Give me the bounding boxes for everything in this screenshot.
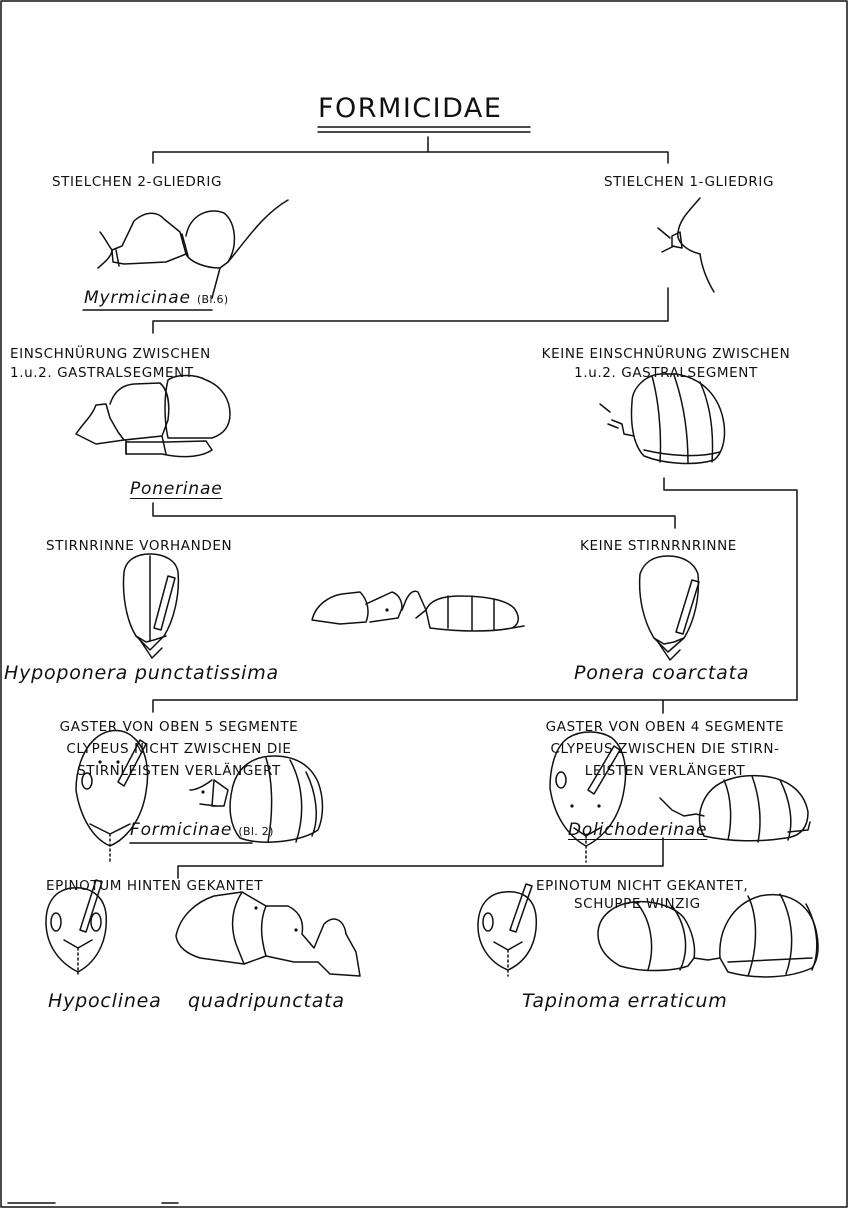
- sheet-reference: (Bl.6): [197, 293, 228, 306]
- couplet-4-left-line2: CLYPEUS NICHT ZWISCHEN DIE: [20, 741, 338, 758]
- species-hypoclinea-genus: Hypoclinea: [48, 990, 162, 1014]
- species-ponera: Ponera coarctata: [574, 662, 749, 686]
- taxon-ponerinae: Ponerinae: [130, 479, 222, 500]
- constricted-gaster-drawing: [76, 376, 230, 457]
- head-no-groove-drawing: [640, 556, 699, 660]
- species-hypoclinea-epithet: quadripunctata: [188, 990, 345, 1014]
- couplet-4-right-line1: GASTER VON OBEN 4 SEGMENTE: [494, 719, 836, 736]
- taxon-dolichoderinae: Dolichoderinae: [568, 820, 707, 841]
- couplet-2-right-line2: 1.u.2. GASTRALSEGMENT: [514, 365, 818, 382]
- taxon-formicinae: Formicinae (Bl. 2): [130, 820, 274, 841]
- couplet-3-left-text: STIRNRINNE VORHANDEN: [46, 538, 232, 555]
- one-segment-petiole-drawing: [658, 198, 714, 292]
- hypoclinea-mesosoma-drawing: [176, 892, 360, 976]
- couplet-2-right-line1: KEINE EINSCHNÜRUNG ZWISCHEN: [514, 346, 818, 363]
- head-frontal-groove-drawing: [124, 554, 179, 658]
- branch-bracket-2: [153, 288, 668, 333]
- couplet-2-left-line2: 1.u.2. GASTRALSEGMENT: [10, 365, 194, 382]
- couplet-2-left-line1: EINSCHNÜRUNG ZWISCHEN: [10, 346, 211, 363]
- couplet-3-right-text: KEINE STIRNRNRINNE: [580, 538, 737, 555]
- couplet-4-left-line1: GASTER VON OBEN 5 SEGMENTE: [20, 719, 338, 736]
- couplet-4-right-line3: LEISTEN VERLÄNGERT: [494, 763, 836, 780]
- worker-lateral-drawing: [312, 591, 524, 631]
- taxon-myrmicinae: Myrmicinae (Bl.6): [84, 288, 228, 309]
- tapinoma-head-drawing: [478, 884, 536, 976]
- couplet-4-right-line2: CLYPEUS ZWISCHEN DIE STIRN-: [494, 741, 836, 758]
- branch-bracket-1: [153, 137, 668, 163]
- unconstricted-gaster-drawing: [600, 374, 725, 463]
- branch-bracket-4: [153, 700, 797, 713]
- two-segment-petiole-drawing: [98, 200, 288, 298]
- sheet-reference: (Bl. 2): [238, 825, 273, 838]
- couplet-5-left-text: EPINOTUM HINTEN GEKANTET: [46, 878, 263, 895]
- taxon-name: Formicinae: [130, 820, 232, 840]
- couplet-5-right-line1: EPINOTUM NICHT GEKANTET,: [536, 878, 748, 895]
- couplet-4-left-line3: STIRNLEISTEN VERLÄNGERT: [20, 763, 338, 780]
- branch-bracket-3: [153, 503, 675, 528]
- species-tapinoma: Tapinoma erraticum: [522, 990, 728, 1014]
- species-hypoponera: Hypoponera punctatissima: [4, 662, 279, 686]
- couplet-1-right-text: STIELCHEN 1-GLIEDRIG: [604, 174, 774, 191]
- couplet-5-right-line2: SCHUPPE WINZIG: [574, 896, 701, 913]
- couplet-1-left-text: STIELCHEN 2-GLIEDRIG: [52, 174, 222, 191]
- page-title: FORMICIDAE: [318, 92, 502, 126]
- taxon-name: Myrmicinae: [84, 288, 191, 308]
